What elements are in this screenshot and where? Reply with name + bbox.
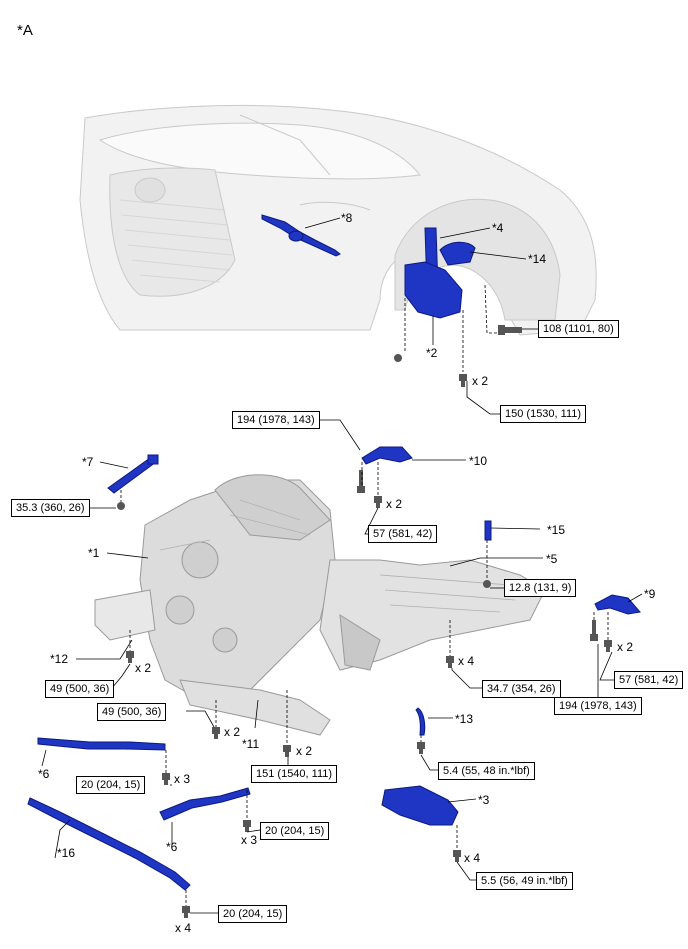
torque-spec-5-5: 5.5 (56, 49 in.*lbf) <box>476 872 573 890</box>
torque-spec-57-top: 57 (581, 42) <box>368 525 438 543</box>
quantity-57-right: x 2 <box>617 640 634 654</box>
part-14-bracket <box>439 241 476 266</box>
dash-guides <box>120 462 609 906</box>
callout-10: *10 <box>469 454 488 468</box>
callout-6b: *6 <box>166 840 178 854</box>
callout-8: *8 <box>341 211 353 225</box>
torque-spec-20-c: 20 (204, 15) <box>218 905 288 923</box>
quantity-34-7: x 4 <box>458 654 475 668</box>
figure-title: *A <box>17 22 33 39</box>
torque-spec-150: 150 (1530, 111) <box>500 405 587 423</box>
engine-detail-lines <box>159 499 516 613</box>
part-3-cover <box>381 785 459 826</box>
callout-16: *16 <box>57 846 76 860</box>
engine-assembly <box>94 474 546 736</box>
torque-spec-20-b: 20 (204, 15) <box>260 822 330 840</box>
torque-spec-49-left: 49 (500, 36) <box>45 680 115 698</box>
quantity-20-a: x 3 <box>174 772 191 786</box>
callout-1: *1 <box>88 546 100 560</box>
callout-3: *3 <box>478 793 490 807</box>
quantity-20-c: x 4 <box>175 921 192 935</box>
callout-13: *13 <box>455 712 474 726</box>
fasteners-engine <box>117 470 612 918</box>
grille-lines <box>119 199 233 283</box>
torque-spec-194-right: 194 (1978, 143) <box>554 697 642 715</box>
fasteners-top <box>394 325 522 387</box>
part-2-knuckle <box>404 261 463 319</box>
callout-4: *4 <box>492 221 504 235</box>
callout-2: *2 <box>426 346 438 360</box>
torque-spec-34-7: 34.7 (354, 26) <box>482 680 561 698</box>
quantity-57-top: x 2 <box>386 497 403 511</box>
torque-spec-49-lower: 49 (500, 36) <box>97 703 167 721</box>
torque-spec-151: 151 (1540, 111) <box>251 765 338 783</box>
torque-spec-12-8: 12.8 (131, 9) <box>504 579 577 597</box>
torque-spec-20-a: 20 (204, 15) <box>76 776 146 794</box>
callout-7: *7 <box>82 455 94 469</box>
part-9-mount <box>594 594 641 615</box>
part-10-mount <box>361 446 413 465</box>
callout-15: *15 <box>547 523 566 537</box>
part-6b-brace <box>159 787 251 821</box>
part-13-tab <box>415 707 426 736</box>
callout-6a: *6 <box>38 767 50 781</box>
callout-11: *11 <box>242 737 260 751</box>
callout-12: *12 <box>50 652 69 666</box>
dash-guides-top <box>404 284 500 372</box>
callout-14: *14 <box>528 252 547 266</box>
part-6a-brace <box>37 737 166 751</box>
torque-spec-108: 108 (1101, 80) <box>538 320 619 338</box>
quantity-49-lower: x 2 <box>224 725 241 739</box>
torque-spec-194-top: 194 (1978, 143) <box>232 411 320 429</box>
torque-spec-5-4: 5.4 (55, 48 in.*lbf) <box>438 762 535 780</box>
quantity-150: x 2 <box>472 374 489 388</box>
callout-9: *9 <box>644 587 656 601</box>
callout-5: *5 <box>546 552 558 566</box>
quantity-20-b: x 3 <box>241 833 258 847</box>
part-15-clip <box>484 520 492 541</box>
torque-spec-57-right: 57 (581, 42) <box>614 671 684 689</box>
quantity-5-5: x 4 <box>464 851 481 865</box>
vehicle-front-body <box>79 104 597 336</box>
quantity-151: x 2 <box>296 744 313 758</box>
torque-spec-35-3: 35.3 (360, 26) <box>11 499 90 517</box>
quantity-49-left: x 2 <box>135 661 152 675</box>
